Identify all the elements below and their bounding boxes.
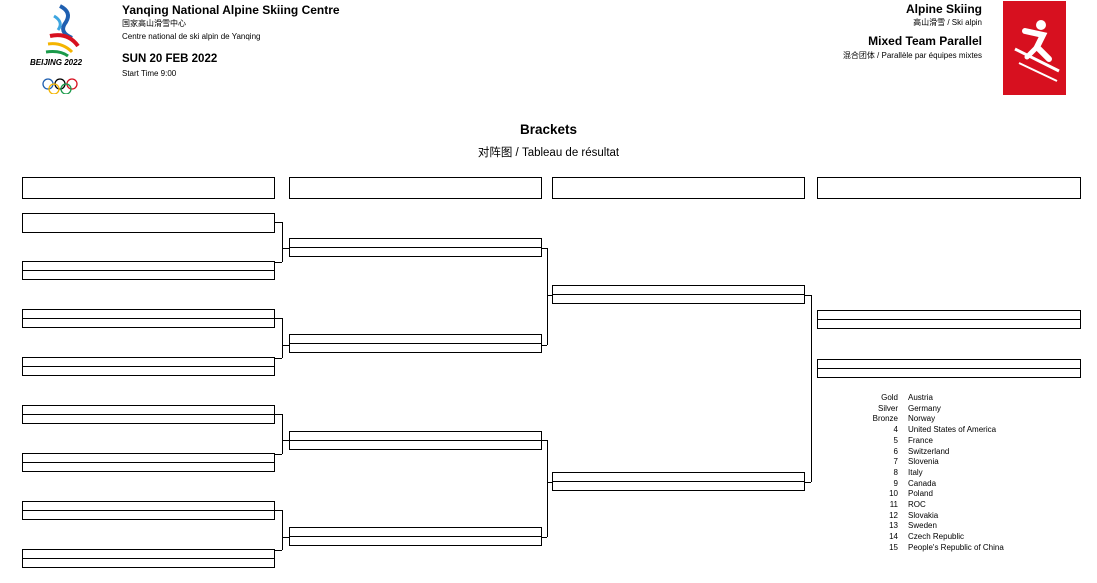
standing-rank: 13 xyxy=(889,521,898,531)
bracket-connector xyxy=(282,440,289,441)
bracket-connector xyxy=(811,295,812,482)
standing-team: Czech Republic xyxy=(908,532,965,542)
standing-rank: 14 xyxy=(889,532,898,542)
round-header xyxy=(22,177,275,199)
standing-rank: 10 xyxy=(889,489,898,499)
standing-rank: 5 xyxy=(893,435,898,445)
bracket-connector xyxy=(275,262,282,263)
bracket-connector xyxy=(282,248,289,249)
heat-divider xyxy=(289,247,542,248)
logo-text: BEIJING 2022 xyxy=(30,58,83,67)
event-name: Mixed Team Parallel xyxy=(868,34,982,48)
heat-box xyxy=(22,213,275,233)
standing-rank: 7 xyxy=(893,457,898,467)
standing-team: Slovenia xyxy=(908,457,939,467)
venue-name-fr: Centre national de ski alpin de Yanqing xyxy=(122,32,261,41)
standing-rank: Silver xyxy=(877,403,898,413)
bracket-connector xyxy=(282,537,289,538)
standing-team: France xyxy=(908,435,933,445)
standing-team: Switzerland xyxy=(908,446,950,456)
heat-divider xyxy=(22,462,275,463)
round-header xyxy=(817,177,1081,199)
heat-divider xyxy=(289,440,542,441)
bracket-connector xyxy=(805,295,811,296)
standing-team: United States of America xyxy=(908,425,997,435)
bracket-connector xyxy=(275,414,282,415)
bracket-connector xyxy=(275,550,282,551)
bracket-connector xyxy=(282,318,283,358)
heat-divider xyxy=(817,319,1081,320)
standing-team: ROC xyxy=(908,500,926,509)
beijing-logo: BEIJING 2022 xyxy=(28,2,108,95)
bracket-connector xyxy=(275,222,282,223)
heat-divider xyxy=(552,481,805,482)
bracket-connector xyxy=(547,440,548,537)
standing-rank: Gold xyxy=(881,393,898,402)
bracket-connector xyxy=(547,248,548,345)
standing-team: Italy xyxy=(908,467,923,477)
bracket-connector xyxy=(275,358,282,359)
heat-divider xyxy=(289,536,542,537)
venue-name: Yanqing National Alpine Skiing Centre xyxy=(122,3,340,17)
bracket-connector xyxy=(282,510,283,550)
standing-team: Canada xyxy=(908,478,937,488)
standing-rank: 4 xyxy=(893,425,898,435)
standing-rank: 15 xyxy=(889,542,898,552)
standing-team: Germany xyxy=(908,403,941,413)
standing-rank: 11 xyxy=(889,500,898,509)
bracket-connector xyxy=(547,482,552,483)
bracket-connector xyxy=(542,537,547,538)
standing-team: Sweden xyxy=(908,521,937,531)
page-subtitle: 对阵图 / Tableau de résultat xyxy=(477,147,620,159)
standing-team: Slovakia xyxy=(908,510,939,520)
alpine-skiing-pictogram-icon xyxy=(1003,1,1066,95)
event-date: SUN 20 FEB 2022 xyxy=(122,53,218,65)
bracket-connector xyxy=(542,248,547,249)
heat-divider xyxy=(289,343,542,344)
page-title: Brackets xyxy=(519,122,578,137)
bracket-connector xyxy=(542,440,547,441)
heat-divider xyxy=(22,558,275,559)
round-header xyxy=(552,177,805,199)
event-name-sub: 混合团体 / Parallèle par équipes mixtes xyxy=(842,51,982,60)
heat-divider xyxy=(22,414,275,415)
bracket-connector xyxy=(805,482,811,483)
venue-name-zh: 国家高山滑雪中心 xyxy=(122,19,186,28)
bracket-connector xyxy=(542,345,547,346)
sport-name: Alpine Skiing xyxy=(905,2,982,16)
round-header xyxy=(289,177,542,199)
bracket-connector xyxy=(282,345,289,346)
heat-divider xyxy=(817,368,1081,369)
heat-divider xyxy=(22,270,275,271)
standing-rank: 6 xyxy=(893,446,898,456)
bracket-connector xyxy=(547,295,552,296)
start-time: Start Time 9:00 xyxy=(122,69,177,78)
standing-team: Norway xyxy=(908,414,936,424)
bracket-connector xyxy=(282,414,283,454)
heat-divider xyxy=(22,510,275,511)
standing-team: Poland xyxy=(908,489,933,499)
heat-divider xyxy=(552,294,805,295)
heat-divider xyxy=(22,366,275,367)
bracket-connector xyxy=(282,222,283,262)
heat-divider xyxy=(22,318,275,319)
sport-name-sub: 高山滑雪 / Ski alpin xyxy=(913,18,982,27)
standing-rank: 8 xyxy=(893,467,898,477)
standing-rank: 12 xyxy=(889,510,898,520)
bracket-connector xyxy=(275,454,282,455)
standing-rank: Bronze xyxy=(872,414,898,424)
standing-team: People's Republic of China xyxy=(908,542,1004,552)
standing-team: Austria xyxy=(908,393,933,402)
standing-rank: 9 xyxy=(893,478,898,488)
bracket-connector xyxy=(275,318,282,319)
bracket-connector xyxy=(275,510,282,511)
